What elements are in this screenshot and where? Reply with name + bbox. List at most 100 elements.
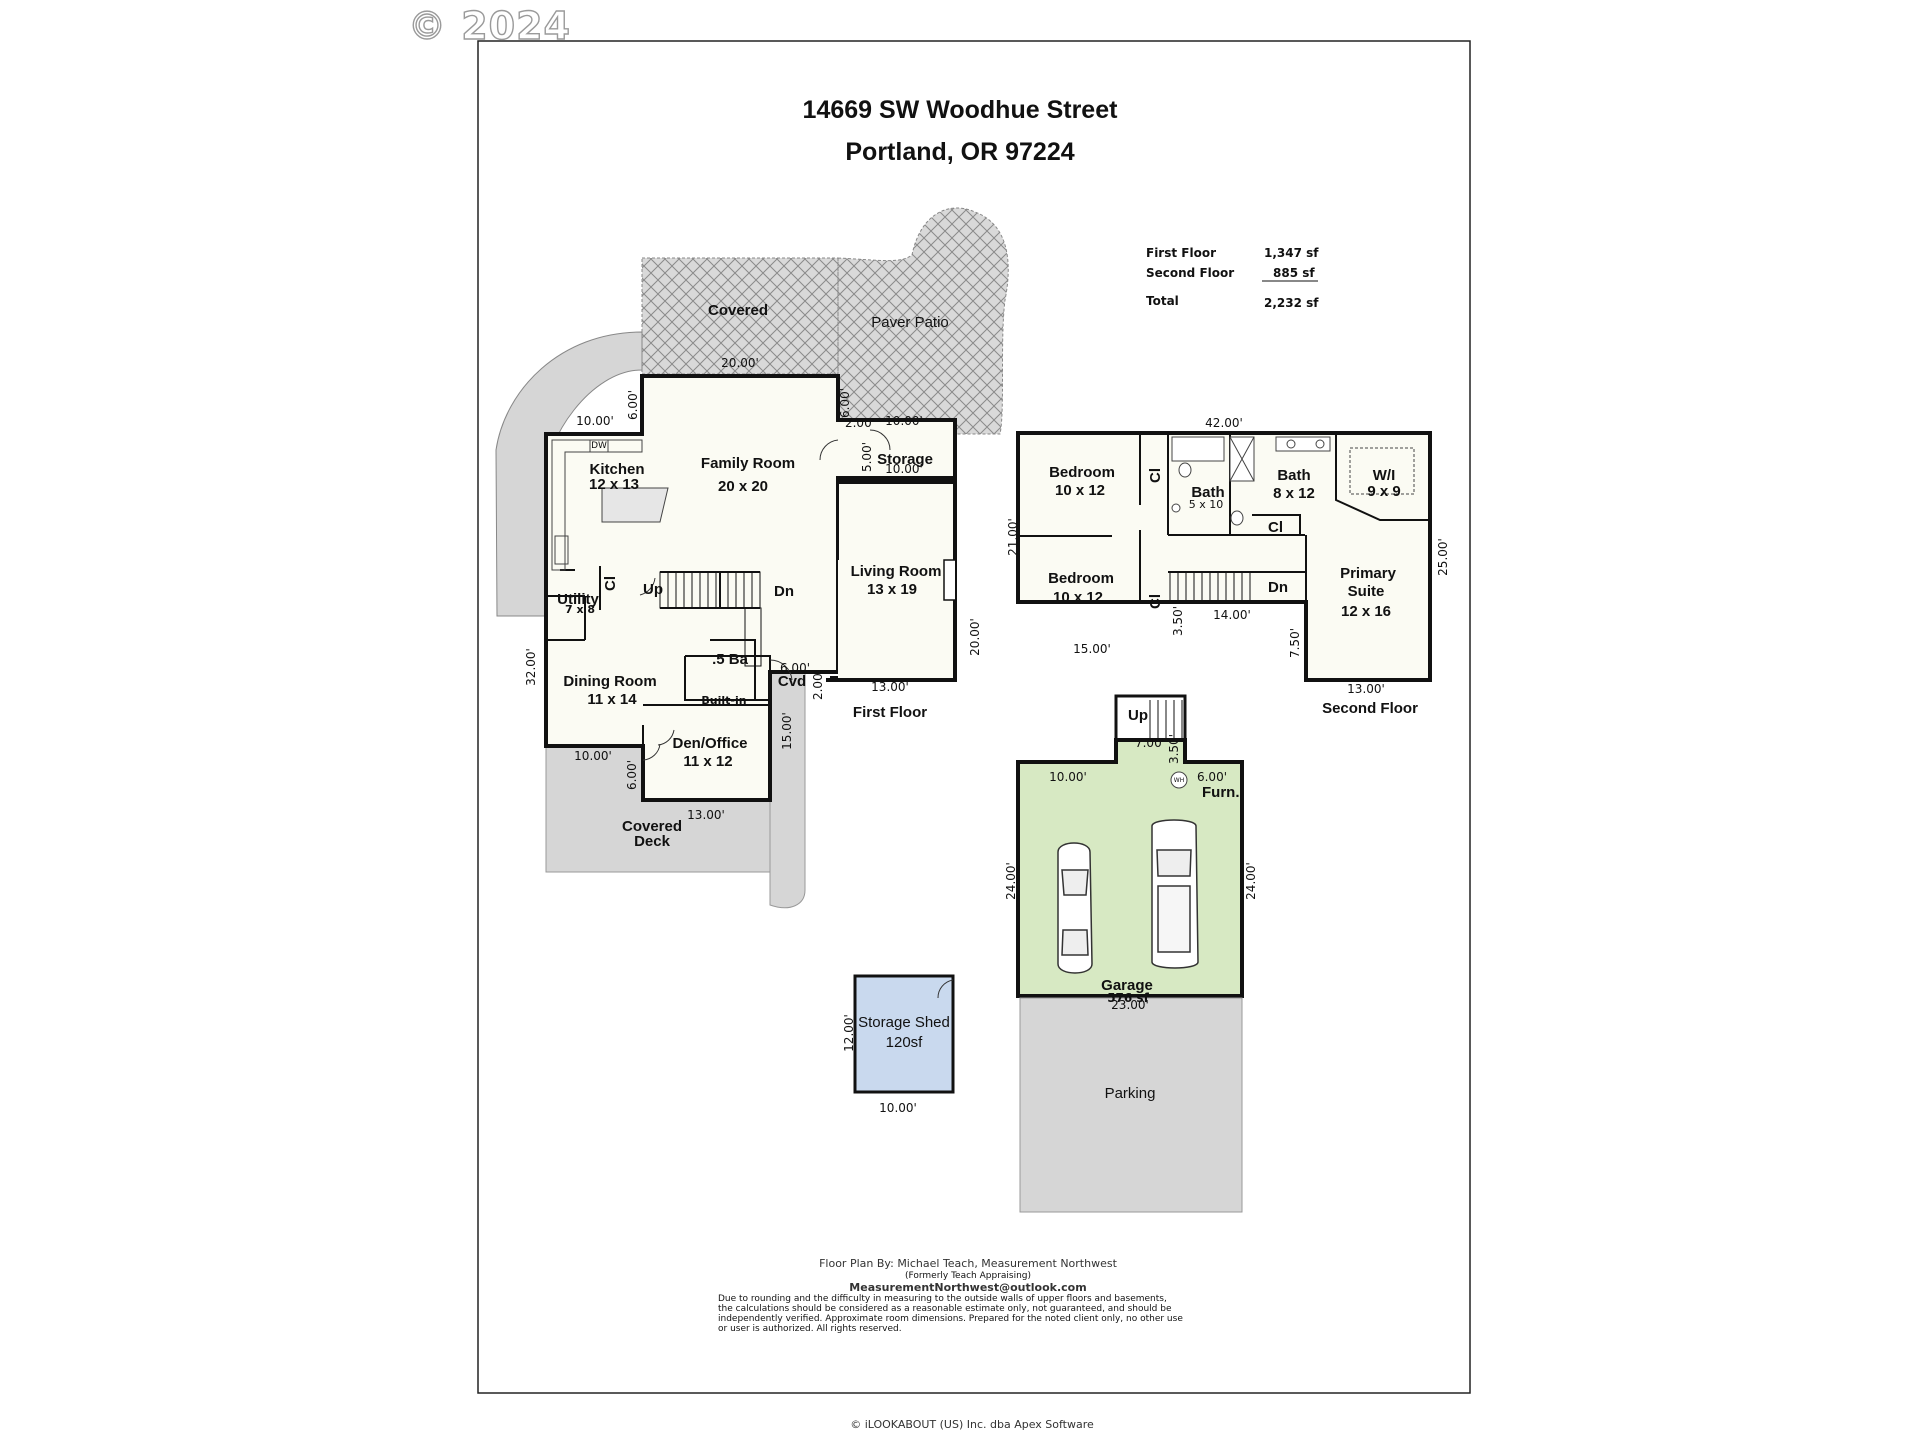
first-floor-label: First Floor: [852, 704, 928, 721]
kitchen-counters: [551, 439, 643, 571]
dim-storage-10b: 10.00': [885, 462, 923, 476]
dim-storage-2: 2.00': [844, 416, 876, 430]
bedroom2-size: 10 x 12: [1052, 589, 1104, 606]
area-value-total: 2,232 sf: [1264, 296, 1319, 310]
closet3-label: Cl: [1268, 519, 1283, 536]
utility-size: 7 x 8: [564, 603, 596, 616]
side-walkway: [769, 659, 806, 909]
garage-stairs: [1149, 700, 1183, 738]
parking-area: [1019, 997, 1243, 1213]
dim-storage-5: 5.00': [860, 441, 875, 473]
living-room-size: 13 x 19: [866, 581, 918, 598]
dim-deck-6: 6.00': [625, 759, 640, 791]
credits-email[interactable]: MeasurementNorthwest@outlook.com: [849, 1281, 1087, 1294]
kitchen-island: [601, 487, 669, 523]
area-label-first: First Floor: [1146, 246, 1217, 260]
primary-suite-size: 12 x 16: [1340, 603, 1392, 620]
bedroom1-name: Bedroom: [1049, 464, 1115, 481]
dim-den-15: 15.00': [779, 712, 794, 750]
stairs-down-label: Dn: [774, 583, 794, 600]
utility-name: Utility: [557, 591, 599, 608]
living-room-name: Living Room: [850, 563, 942, 580]
primary-suite-name-1: Primary: [1340, 565, 1396, 582]
second-floor-stairs: [1169, 571, 1251, 603]
dim-garage-stair-7: 7.00': [1134, 736, 1166, 750]
family-room-size: 20 x 20: [717, 478, 769, 495]
second-stairs-down-label: Dn: [1268, 579, 1288, 596]
disclaimer-line-3: independently verified. Approximate room…: [718, 1314, 1183, 1324]
dim-2f-left-21: 21.00': [1005, 518, 1020, 556]
dishwasher-label: DW: [591, 441, 607, 451]
living-room-floor: [838, 482, 955, 678]
area-value-first: 1,347 sf: [1264, 246, 1319, 260]
small-bath-name: Bath: [1191, 484, 1225, 501]
area-label-total: Total: [1146, 294, 1179, 308]
storage-shed-area: 120sf: [885, 1034, 923, 1051]
half-bath-name: .5 Ba: [712, 651, 748, 668]
dim-2f-suite-7-5: 7.50': [1288, 627, 1303, 659]
garage-area: 576 sf: [1107, 991, 1149, 1005]
garage-name: Garage: [1101, 977, 1153, 994]
main-bath-name: Bath: [1277, 467, 1311, 484]
dim-left-32: 32.00': [523, 648, 538, 686]
closet2-label: Cl: [1147, 594, 1164, 609]
area-value-second: 885 sf: [1273, 266, 1315, 280]
address-line-2: Portland, OR 97224: [845, 138, 1075, 166]
dim-garage-bottom-23: 23.00': [1111, 998, 1149, 1012]
credits-formerly: (Formerly Teach Appraising): [904, 1271, 1032, 1281]
kitchen-size: 12 x 13: [588, 476, 640, 493]
dim-2f-stair-14: 14.00': [1213, 608, 1251, 622]
dim-family-6a: 6.00': [626, 389, 641, 421]
dim-shed-side-12: 12.00': [841, 1014, 856, 1052]
second-floor-walls: [1016, 431, 1432, 682]
disclaimer-line-4: or user is authorized. All rights reserv…: [718, 1324, 902, 1334]
area-label-second: Second Floor: [1146, 266, 1235, 280]
dim-shed-bottom-10: 10.00': [879, 1101, 917, 1115]
storage-name: Storage: [877, 451, 933, 468]
watermark: © 2024: [407, 3, 571, 48]
dim-garage-top-6: 6.00': [1196, 770, 1228, 784]
second-floor-fixtures: [1171, 436, 1415, 526]
built-in-label: Built-in: [701, 694, 747, 707]
dim-patio-20: 20.00': [721, 356, 759, 370]
dim-family-6b: 6.00': [838, 387, 853, 419]
primary-suite-name-2: Suite: [1347, 583, 1385, 600]
dim-garage-right-24: 24.00': [1243, 862, 1258, 900]
dim-2f-bottom-15: 15.00': [1073, 642, 1111, 656]
dim-den-13: 13.00': [687, 808, 725, 822]
door-swings: [639, 429, 891, 761]
closet1-label: Cl: [1147, 468, 1164, 483]
furnace-label: Furn.: [1202, 784, 1240, 801]
dim-dining-10: 10.00': [574, 749, 612, 763]
dim-2f-stair-3-5: 3.50': [1171, 605, 1186, 637]
disclaimer-line-2: the calculations should be considered as…: [718, 1304, 1172, 1314]
dim-2f-top-42: 42.00': [1205, 416, 1243, 430]
fireplace: [943, 559, 955, 601]
storage-shed-walls: [853, 974, 955, 1094]
covered-deck-label-1: Covered: [621, 818, 683, 835]
covered-entry-label: Cvd: [777, 673, 807, 690]
garage-stairs-up-label: Up: [1128, 707, 1148, 724]
walk-in-name: W/I: [1372, 467, 1396, 484]
dim-garage-left-24: 24.00': [1003, 862, 1018, 900]
dim-2f-suite-13: 13.00': [1347, 682, 1385, 696]
kitchen-name: Kitchen: [589, 461, 645, 478]
dim-living-13: 13.00': [871, 680, 909, 694]
disclaimer-line-1: Due to rounding and the difficulty in me…: [718, 1294, 1167, 1304]
storage-shed-name: Storage Shed: [858, 1014, 950, 1031]
dining-room-name: Dining Room: [563, 673, 657, 690]
small-bath-size: 5 x 10: [1188, 498, 1224, 511]
dim-2f-right-25: 25.00': [1435, 538, 1450, 576]
dining-room-size: 11 x 14: [587, 691, 637, 708]
dim-garage-top-10: 10.00': [1049, 770, 1087, 784]
dim-garage-stair-3-5: 3.50': [1167, 733, 1182, 765]
second-floor-label: Second Floor: [1322, 700, 1418, 717]
address-line-1: 14669 SW Woodhue Street: [802, 96, 1118, 124]
covered-patio-label: Covered: [707, 302, 769, 319]
kitchen-closet-label: Cl: [602, 576, 619, 591]
car-suv-icon: [1151, 819, 1199, 969]
walk-in-size: 9 x 9: [1367, 483, 1401, 500]
dim-right-20: 20.00': [967, 618, 982, 656]
water-heater-icon: [1170, 771, 1188, 789]
